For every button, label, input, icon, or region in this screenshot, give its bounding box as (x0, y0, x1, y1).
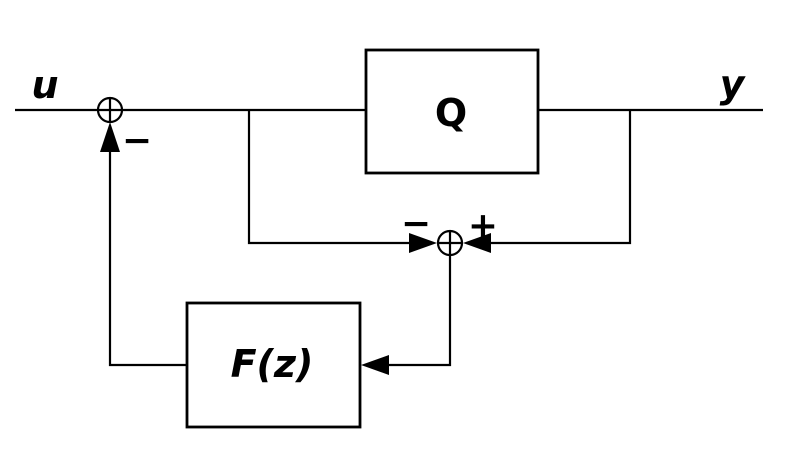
output-branch-line (489, 110, 632, 245)
arrowhead-left-icon (463, 233, 491, 253)
arrowhead-left-icon (361, 355, 389, 375)
output-signal-label: y (720, 62, 747, 106)
input-branch-line (247, 110, 411, 245)
q-block-label: Q (435, 91, 467, 135)
arrowhead-right-icon (409, 233, 437, 253)
mid-sum-plus-sign: + (468, 206, 498, 247)
q-block (364, 48, 540, 175)
mid-sum-minus-sign: − (401, 204, 431, 245)
sum-to-filter-line (387, 255, 452, 367)
input-signal-label: u (31, 63, 58, 107)
fz-block-label: F(z) (231, 342, 314, 386)
left-sum-minus-sign: − (122, 121, 152, 162)
arrowhead-up-icon (100, 122, 120, 152)
fz-block (185, 301, 362, 429)
feedback-return-line (108, 150, 187, 367)
